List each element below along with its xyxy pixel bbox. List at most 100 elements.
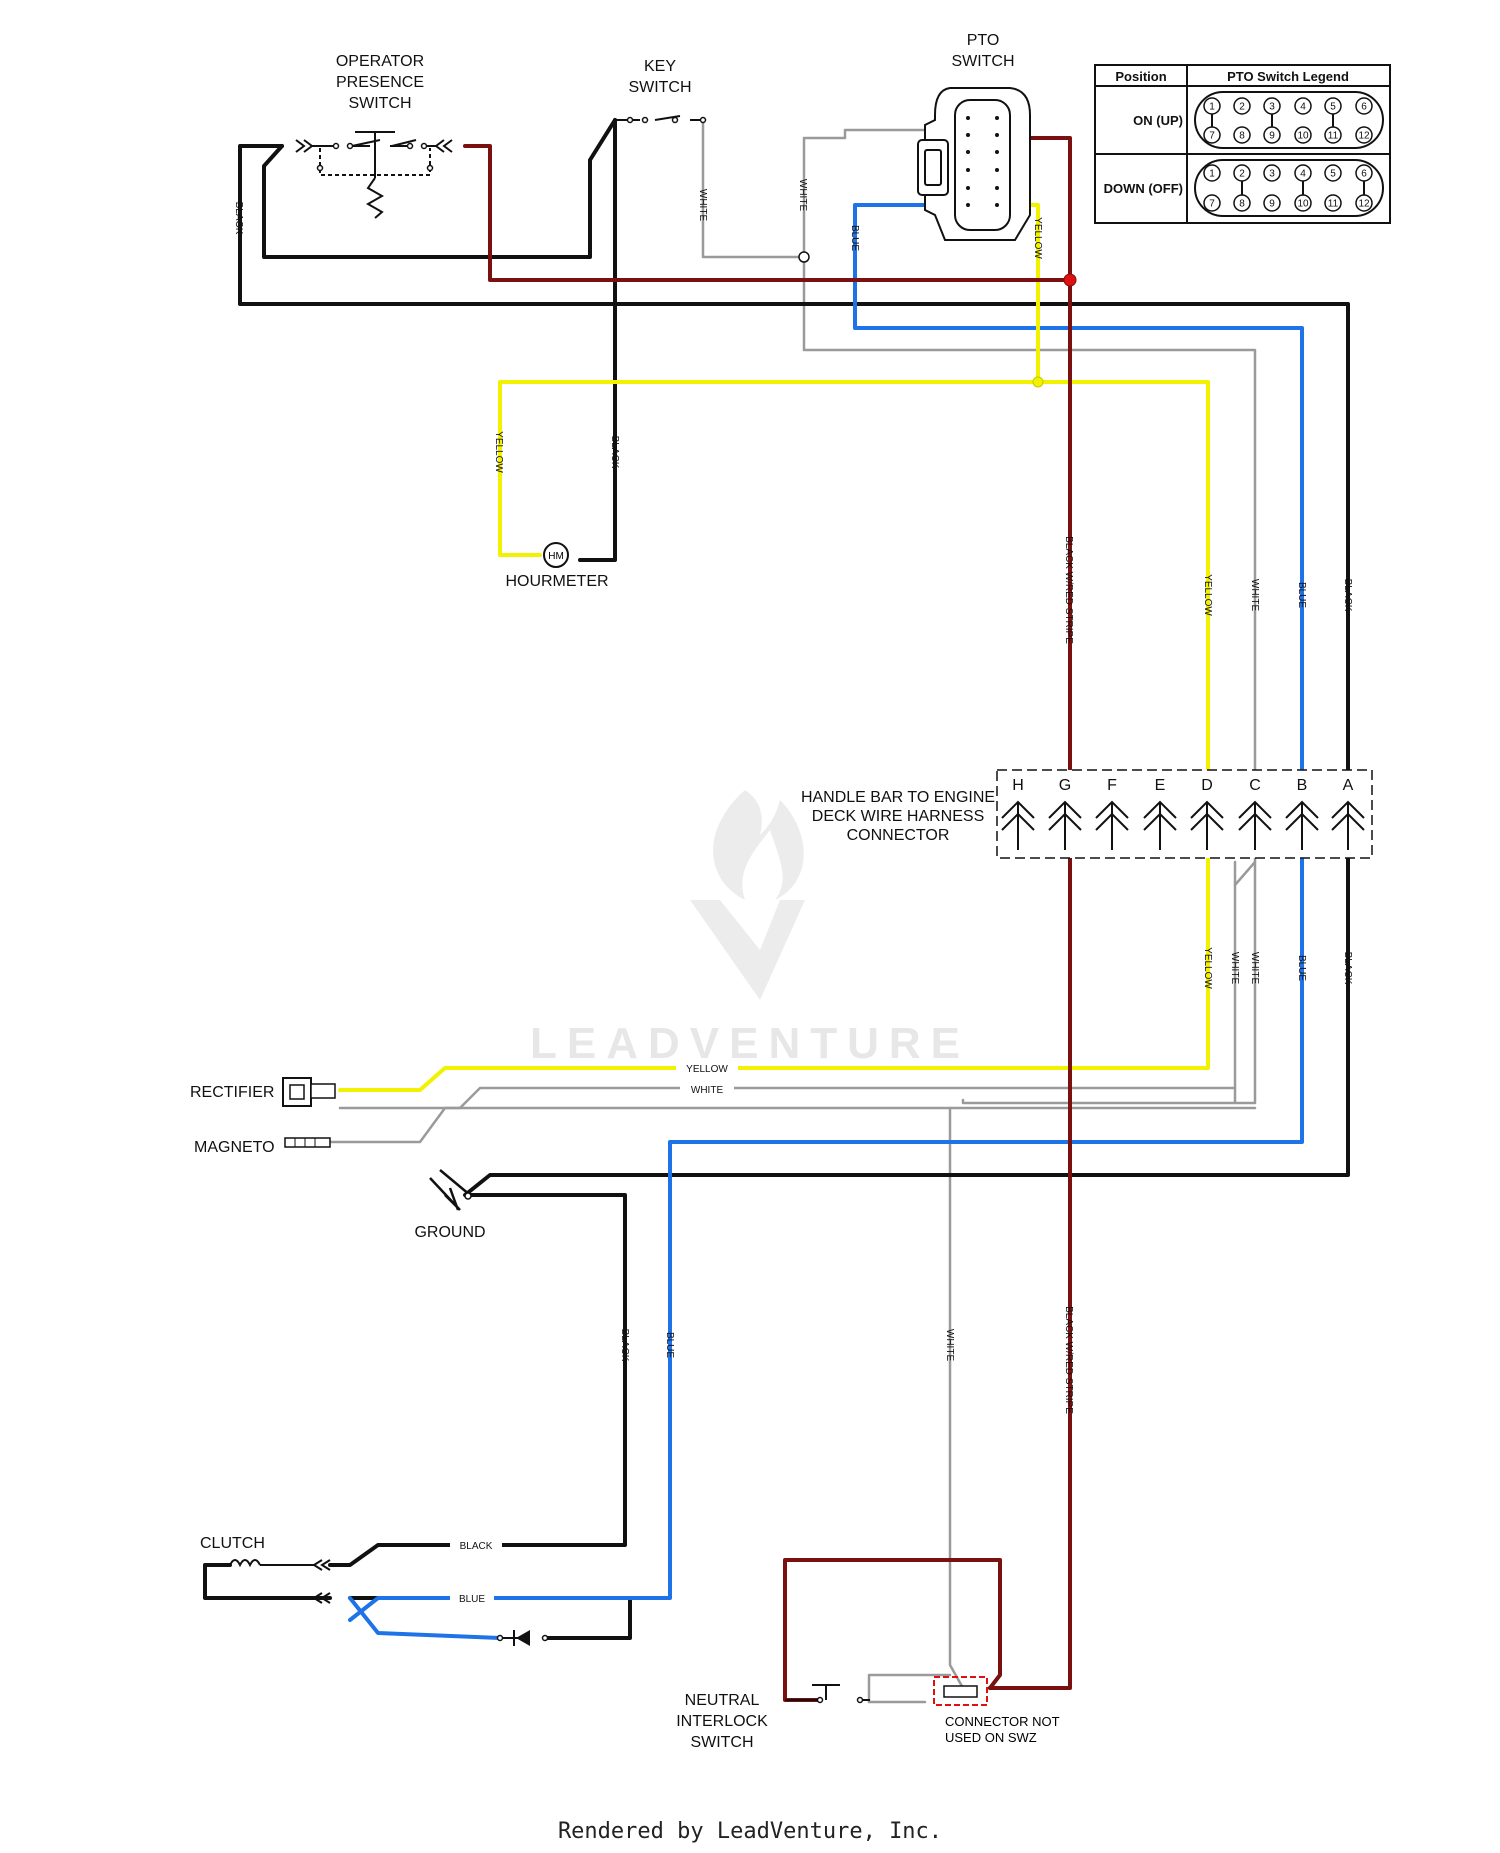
operator-presence-label-3: SWITCH (348, 95, 411, 112)
legend-pin-number: 6 (1361, 102, 1367, 113)
legend-pin-number: 10 (1297, 199, 1309, 210)
harness-connector-outline (996, 769, 1373, 859)
wire-label: YELLOW (686, 1064, 728, 1075)
legend-down-outline (1194, 159, 1384, 217)
unused-connector-box (933, 1676, 988, 1706)
legend-pin-circle (1324, 194, 1342, 212)
blue-wire-b-clutch (348, 860, 1304, 1622)
legend-row-on: ON (UP) (1133, 113, 1183, 128)
hourmeter: HM HOURMETER (505, 542, 609, 590)
wire-label: YELLOW (1032, 217, 1043, 259)
legend-pin-number: 2 (1239, 169, 1245, 180)
connector-chevron-icon (312, 1592, 331, 1604)
wire-label: WHITE (1229, 952, 1240, 985)
clutch-coil-icon (229, 1559, 261, 1568)
operator-presence-switch: OPERATOR PRESENCE SWITCH (295, 53, 453, 219)
key-switch-label-2: SWITCH (628, 79, 691, 96)
connector-chevron-icon (434, 139, 453, 153)
legend-pin-number: 5 (1330, 169, 1336, 180)
black-wire-main (238, 144, 1350, 594)
legend-on-outline (1194, 91, 1384, 149)
connector-pin-label: F (1107, 777, 1117, 794)
wire-label: WHITE (944, 1329, 955, 1362)
black-wire-clutch (328, 1193, 627, 1567)
connector-chevron-icon (312, 1559, 331, 1571)
legend-pin-circle (1263, 194, 1281, 212)
connector-pin-icon (1001, 800, 1035, 850)
legend-pin-circle (1324, 164, 1342, 182)
legend-pin-number: 9 (1269, 199, 1275, 210)
legend-pin-number: 3 (1269, 169, 1275, 180)
legend-header-position: Position (1115, 69, 1166, 84)
footer-credit: Rendered by LeadVenture, Inc. (558, 1819, 942, 1844)
red-junction-dot (1063, 273, 1077, 287)
wire-label: BLUE (664, 1332, 675, 1358)
connector-pin-icon (1190, 800, 1224, 850)
pto-switch: PTO SWITCH (917, 32, 1031, 241)
wire-label: BLACK (1342, 952, 1353, 985)
legend-pin-number: 11 (1328, 131, 1339, 142)
hourmeter-icon (543, 542, 569, 568)
connector-note-2: USED ON SWZ (945, 1730, 1037, 1745)
legend-pin-circle (1263, 164, 1281, 182)
wire-label: BLUE (1296, 955, 1307, 981)
neutral-label-1: NEUTRAL (685, 1692, 760, 1709)
legend-pin-circle (1355, 97, 1373, 115)
diode-icon (496, 1630, 549, 1646)
red-stripe-wires (463, 136, 1072, 1702)
connector-pin-label: A (1343, 777, 1354, 794)
wire-label: WHITE (1249, 579, 1260, 612)
white-wire-key-pto (701, 118, 1002, 259)
black-wire-ops (262, 118, 617, 259)
connector-pin-icon (1285, 800, 1319, 850)
legend-pin-number: 3 (1269, 102, 1275, 113)
unused-connector-icon (943, 1685, 978, 1698)
clutch-label: CLUTCH (200, 1535, 265, 1552)
legend-pin-number: 8 (1239, 131, 1245, 142)
wire-label: BLACK W/RED STRIPE (1063, 536, 1074, 644)
wire-label: BLUE (849, 225, 860, 251)
legend-pin-number: 6 (1361, 169, 1367, 180)
wire-label: WHITE (1249, 952, 1260, 985)
wire-label: BLACK (460, 1541, 493, 1552)
operator-presence-label-2: PRESENCE (336, 74, 424, 91)
wire-label: WHITE (797, 179, 808, 212)
neutral-switch-icon (785, 1684, 870, 1701)
white-wire-neutral-loop (867, 1673, 952, 1704)
ground-label: GROUND (414, 1224, 485, 1241)
watermark-text: LEADVENTURE (530, 1019, 970, 1068)
black-wires (203, 118, 1350, 1640)
wire-label: BLACK (1342, 579, 1353, 612)
connector-pin-label: B (1297, 777, 1308, 794)
legend-pin-circle (1233, 126, 1251, 144)
wire-label: BLUE (459, 1594, 485, 1605)
wire-label: BLUE (1296, 582, 1307, 608)
watermark-v-icon (690, 900, 805, 1000)
yellow-wire-rectifier (338, 860, 1210, 1092)
harness-connector: HANDLE BAR TO ENGINE DECK WIRE HARNESS C… (801, 769, 1373, 859)
legend-pin-number: 1 (1209, 169, 1215, 180)
ground: GROUND (414, 1169, 486, 1241)
neutral-label-2: INTERLOCK (676, 1713, 768, 1730)
black-wire-a-ground (463, 860, 1350, 1197)
rectifier-label: RECTIFIER (190, 1084, 274, 1101)
wire-label: BLACK W/RED STRIPE (1063, 1306, 1074, 1414)
ground-icon (429, 1169, 471, 1211)
blue-wires (348, 203, 1304, 1640)
red-wire-neutral-loop (783, 1558, 1002, 1702)
white-wire-rectifier (338, 1086, 1237, 1110)
connector-pin-icon (1331, 800, 1365, 850)
key-switch: KEY SWITCH (615, 58, 707, 124)
watermark-flame-icon (713, 790, 804, 900)
legend-pin-circle (1294, 97, 1312, 115)
wire-label: YELLOW (1202, 574, 1213, 616)
wire-label: BLACK (609, 436, 620, 469)
horizontal-wire-labels: YELLOW WHITE BLACK BLUE (450, 1060, 738, 1605)
legend-pin-circle (1233, 97, 1251, 115)
red-wire-ops-pto (463, 136, 1072, 282)
yellow-junction-dot (1032, 376, 1044, 388)
connector-pin-icon (1143, 800, 1177, 850)
neutral-label-3: SWITCH (690, 1734, 753, 1751)
